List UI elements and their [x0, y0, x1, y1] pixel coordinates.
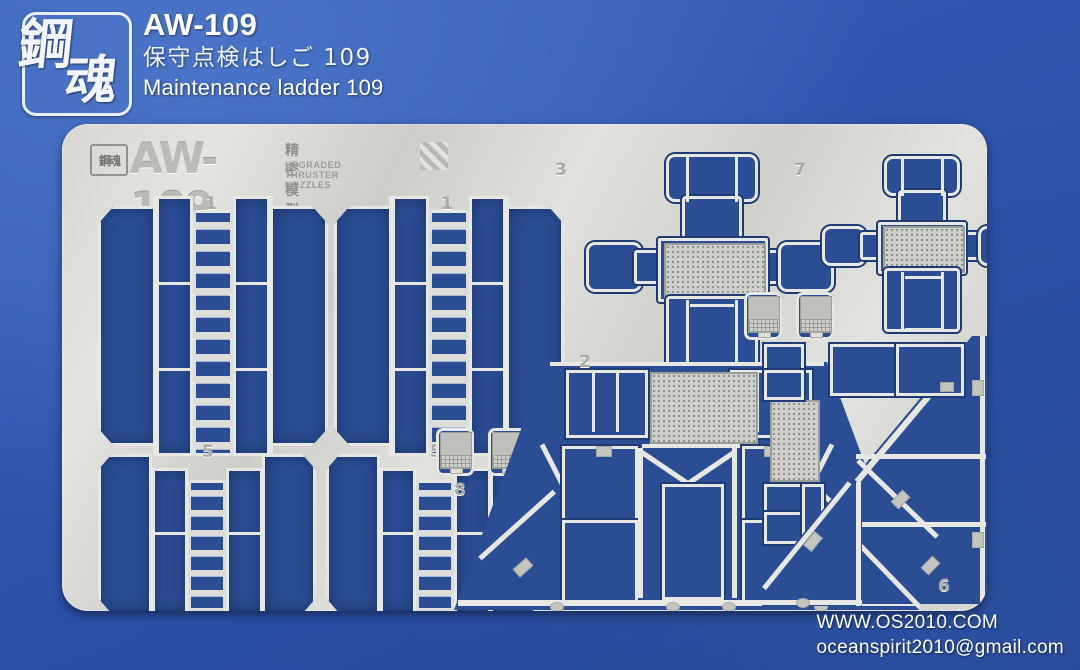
hatched-square-icon [420, 142, 448, 170]
product-code: AW-109 [143, 7, 258, 42]
part-label-5a: 5 [202, 442, 214, 462]
part-4-console-b [796, 292, 834, 340]
part-label-8: 8 [454, 480, 466, 500]
photo-etch-fret: 鋼魂 AW-109 精密模型キット UPGRADED THRUSTER NOZZ… [62, 124, 987, 611]
part-3-cross-platform [586, 154, 836, 384]
part-7-cross-platform [822, 156, 987, 346]
part-label-1b: 1 [441, 194, 453, 214]
part-label-6: 6 [938, 576, 950, 596]
part-label-5b: 5 [430, 442, 442, 462]
part-8-console-a [436, 428, 474, 476]
part-label-1a: 1 [205, 194, 217, 214]
page-footer: WWW.OS2010.COM oceanspirit2010@gmail.com [816, 611, 1064, 660]
product-title-english: Maintenance ladder 109 [143, 75, 384, 101]
product-title-japanese: 保守点検はしご 109 [143, 44, 372, 71]
fret-subtitle-english: UPGRADED THRUSTER NOZZLES [285, 160, 342, 190]
part-label-3: 3 [555, 160, 567, 180]
contact-email: oceanspirit2010@gmail.com [816, 636, 1064, 658]
part-label-2: 2 [579, 352, 591, 372]
title-block: AW-109 保守点検はしご 109 Maintenance ladder 10… [143, 7, 384, 102]
part-5-ladder-left [98, 446, 316, 611]
website-url: WWW.OS2010.COM [816, 612, 999, 634]
part-4-console-a [744, 292, 782, 340]
page-header: 鋼 魂 AW-109 保守点検はしご 109 Maintenance ladde… [0, 0, 1080, 122]
fret-brand-mark: 鋼魂 [90, 144, 128, 176]
brand-logo: 鋼 魂 [16, 12, 132, 116]
part-6-secondary-brace [762, 476, 862, 608]
part-label-7: 7 [794, 160, 806, 180]
part-1-ladder-left [98, 196, 328, 456]
logo-kanji-second: 魂 [61, 50, 121, 111]
